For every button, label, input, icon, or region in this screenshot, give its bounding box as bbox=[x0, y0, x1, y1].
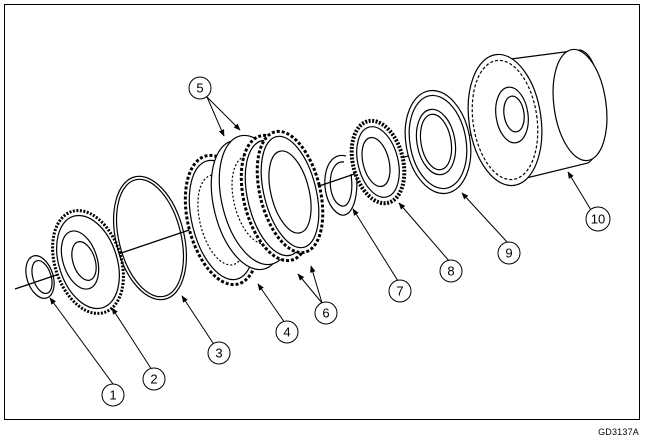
callout-7-label: 7 bbox=[396, 284, 403, 299]
callout-6-label: 6 bbox=[322, 306, 329, 321]
leader-6a bbox=[297, 273, 323, 304]
callout-5: 5 bbox=[188, 76, 212, 100]
callout-10: 10 bbox=[585, 206, 611, 232]
part-9-thrust-washer bbox=[404, 89, 472, 195]
leader-2 bbox=[111, 307, 153, 371]
part-8-bearing bbox=[349, 118, 407, 206]
part-2-gear bbox=[51, 209, 125, 315]
part-10-drum bbox=[467, 48, 608, 187]
callout-4-label: 4 bbox=[283, 325, 290, 340]
leader-4 bbox=[257, 283, 286, 324]
leader-10 bbox=[567, 171, 592, 211]
callouts: 1 2 3 4 5 6 7 8 bbox=[101, 76, 611, 407]
callout-5-label: 5 bbox=[196, 81, 203, 96]
callout-6: 6 bbox=[314, 301, 338, 325]
callout-10-label: 10 bbox=[591, 212, 605, 227]
callout-8-label: 8 bbox=[447, 264, 454, 279]
part-6-clutch-plates bbox=[239, 129, 325, 263]
leader-9 bbox=[461, 192, 509, 244]
callout-2-label: 2 bbox=[150, 372, 157, 387]
part-7-snap-ring bbox=[324, 155, 358, 216]
callout-3: 3 bbox=[207, 341, 231, 365]
figure-id: GD3137A bbox=[598, 427, 639, 437]
leader-1 bbox=[49, 297, 114, 385]
leader-7 bbox=[352, 208, 399, 282]
callout-9-label: 9 bbox=[505, 246, 512, 261]
leader-3 bbox=[181, 295, 216, 347]
callout-1: 1 bbox=[101, 383, 125, 407]
leader-5b bbox=[206, 96, 241, 131]
callout-4: 4 bbox=[275, 320, 299, 344]
callout-3-label: 3 bbox=[215, 346, 222, 361]
callout-1-label: 1 bbox=[109, 388, 116, 403]
leader-8 bbox=[398, 202, 451, 263]
leader-5a bbox=[206, 96, 225, 137]
callout-2: 2 bbox=[142, 367, 166, 391]
leader-lines bbox=[49, 96, 592, 385]
callout-8: 8 bbox=[439, 259, 463, 283]
part-1-snap-ring bbox=[25, 255, 55, 299]
leader-6b bbox=[310, 265, 323, 304]
part-3-ring bbox=[113, 175, 187, 301]
callout-9: 9 bbox=[497, 241, 521, 265]
callout-7: 7 bbox=[388, 279, 412, 303]
